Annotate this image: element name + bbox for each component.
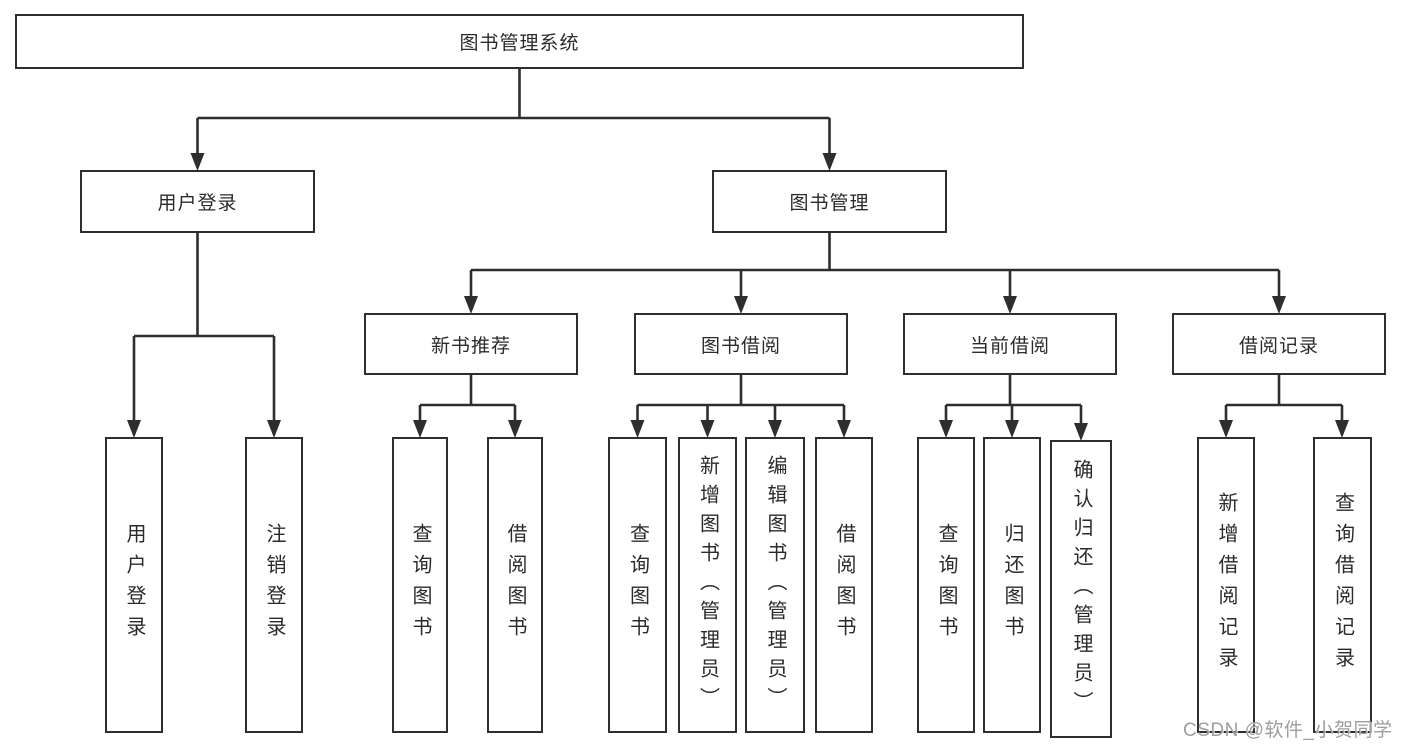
- node-label: 当前借阅: [969, 335, 1050, 357]
- node-book-management: 图书管理: [712, 170, 947, 233]
- node-current-borrow: 当前借阅: [903, 313, 1117, 375]
- leaf-query-borrow-record: 查询借阅记录: [1313, 437, 1372, 733]
- leaf-confirm-return-admin: 确认归还（管理员）: [1050, 440, 1112, 738]
- csdn-watermark: CSDN @软件_小贺同学: [1183, 720, 1393, 741]
- node-user-login: 用户登录: [80, 170, 315, 233]
- leaf-label: 查询图书: [626, 523, 649, 647]
- leaf-label: 查询图书: [935, 523, 957, 647]
- leaf-borrow-books: 借阅图书: [487, 437, 543, 733]
- leaf-add-books-admin: 新增图书（管理员）: [678, 437, 737, 733]
- leaf-label: 借阅图书: [833, 523, 855, 647]
- node-label: 图书管理: [789, 193, 870, 214]
- node-label: 新书推荐: [430, 335, 511, 357]
- leaf-label: 用户登录: [123, 523, 145, 647]
- node-new-book-recommend: 新书推荐: [364, 313, 578, 375]
- leaf-label: 查询图书: [409, 523, 431, 647]
- leaf-edit-books-admin: 编辑图书（管理员）: [745, 437, 805, 733]
- leaf-label: 归还图书: [1001, 523, 1023, 647]
- node-label: 图书借阅: [700, 335, 781, 357]
- leaf-label: 注销登录: [263, 523, 285, 647]
- node-book-borrow: 图书借阅: [634, 313, 848, 375]
- leaf-label: 编辑图书（管理员）: [764, 454, 786, 716]
- leaf-query-books: 查询图书: [608, 437, 667, 733]
- leaf-user-login: 用户登录: [105, 437, 163, 733]
- node-label: 图书管理系统: [459, 33, 580, 54]
- node-label: 借阅记录: [1238, 335, 1319, 357]
- leaf-logout: 注销登录: [245, 437, 303, 733]
- leaf-query-books: 查询图书: [917, 437, 975, 733]
- leaf-return-books: 归还图书: [983, 437, 1041, 733]
- leaf-label: 新增借阅记录: [1215, 492, 1237, 678]
- leaf-label: 借阅图书: [504, 523, 526, 647]
- leaf-borrow-books: 借阅图书: [815, 437, 873, 733]
- leaf-label: 新增图书（管理员）: [696, 454, 719, 716]
- leaf-add-borrow-record: 新增借阅记录: [1197, 437, 1255, 733]
- node-borrow-records: 借阅记录: [1172, 313, 1386, 375]
- leaf-label: 查询借阅记录: [1331, 492, 1354, 678]
- leaf-query-books: 查询图书: [392, 437, 448, 733]
- node-library-management-system: 图书管理系统: [15, 14, 1024, 69]
- node-label: 用户登录: [157, 193, 238, 214]
- leaf-label: 确认归还（管理员）: [1070, 458, 1092, 720]
